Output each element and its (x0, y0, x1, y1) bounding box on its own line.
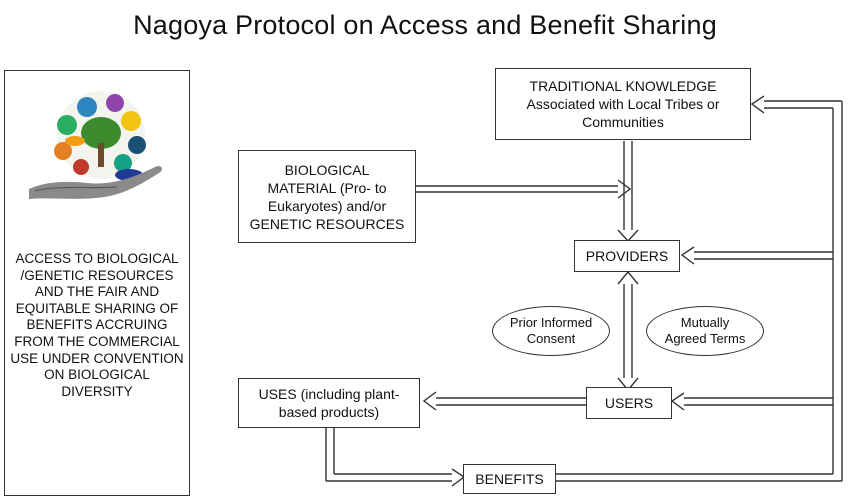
biological-material-box: BIOLOGICAL MATERIAL (Pro- to Eukaryotes)… (238, 150, 416, 243)
mat-line2: Agreed Terms (664, 331, 746, 346)
traditional-knowledge-line1: TRADITIONAL KNOWLEDGE (529, 78, 717, 94)
uses-line1: USES (including plant- (258, 386, 400, 402)
biological-material-line4: GENETIC RESOURCES (249, 215, 405, 232)
biological-material-line1: BIOLOGICAL (284, 161, 370, 178)
uses-box: USES (including plant- based products) (238, 378, 420, 428)
biological-material-line3: Eukaryotes) and/or (267, 197, 387, 214)
mat-line1: Mutually (680, 315, 730, 330)
providers-box: PROVIDERS (574, 240, 680, 272)
traditional-knowledge-line3: Communities (582, 114, 664, 130)
uses-line2: based products) (278, 404, 380, 420)
traditional-knowledge-box: TRADITIONAL KNOWLEDGE Associated with Lo… (495, 68, 751, 140)
users-box: USERS (586, 387, 672, 419)
access-description: ACCESS TO BIOLOGICAL /GENETIC RESOURCES … (10, 251, 184, 399)
benefits-box: BENEFITS (463, 464, 556, 494)
biological-material-line2: MATERIAL (Pro- to (267, 179, 387, 196)
traditional-knowledge-line2: Associated with Local Tribes or (526, 96, 720, 112)
left-panel: ACCESS TO BIOLOGICAL /GENETIC RESOURCES … (4, 70, 190, 496)
pic-line2: Consent (526, 331, 576, 346)
pic-line1: Prior Informed (509, 315, 593, 330)
hand-holding-biodiversity-icon (29, 91, 162, 199)
mutually-agreed-terms-ellipse: Mutually Agreed Terms (646, 306, 764, 356)
prior-informed-consent-ellipse: Prior Informed Consent (492, 306, 610, 356)
page-title: Nagoya Protocol on Access and Benefit Sh… (133, 10, 717, 40)
